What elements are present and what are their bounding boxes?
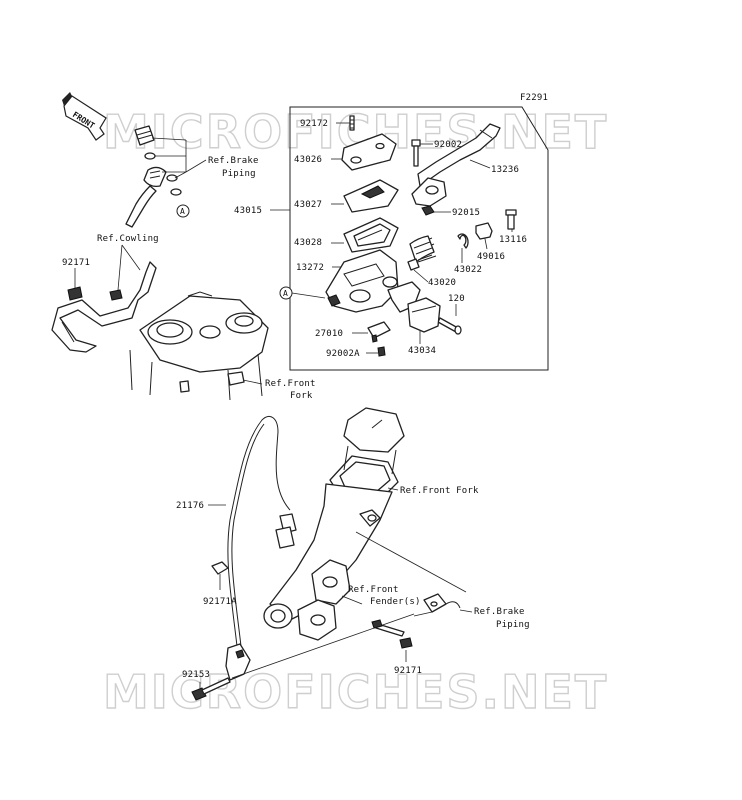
piston-assembly-43020 [407, 235, 437, 271]
part-13272-label: 13272 [296, 263, 324, 273]
pin-13116 [505, 209, 517, 230]
part-92153-label: 92153 [182, 670, 210, 680]
brake-hose-top: A [125, 125, 207, 228]
bushing-49016 [475, 222, 493, 240]
part-43027-label: 43027 [294, 200, 322, 210]
clamp-43034 [407, 297, 441, 333]
ref-brake-piping-bottom-line1: Ref.Brake [474, 607, 525, 617]
cap-plate-43027 [343, 179, 399, 213]
sensor-wire-21176 [225, 416, 297, 681]
ref-cowling-label: Ref.Cowling [97, 234, 159, 244]
part-49016-label: 49016 [477, 252, 505, 262]
screw-92002a [377, 346, 386, 357]
ref-front-fork-top-line2: Fork [290, 391, 313, 401]
bolt-120 [437, 317, 462, 335]
master-cylinder-body [325, 249, 421, 313]
assembly-box-43015 [289, 106, 549, 371]
cowling-bracket [51, 261, 157, 353]
ref-brake-piping-bottom-line2: Piping [496, 620, 530, 630]
part-43020-label: 43020 [428, 278, 456, 288]
clip-92171a [211, 561, 229, 575]
part-43022-label: 43022 [454, 265, 482, 275]
part-43015-label: 43015 [234, 206, 262, 216]
part-92015-label: 92015 [452, 208, 480, 218]
part-43034-label: 43034 [408, 346, 436, 356]
callout-a-right: A [283, 289, 288, 298]
part-43028-label: 43028 [294, 238, 322, 248]
part-120-label: 120 [448, 294, 465, 304]
callout-a-top: A [180, 207, 185, 216]
nut-92015 [421, 205, 435, 216]
part-27010-label: 27010 [315, 329, 343, 339]
figure-code: F2291 [520, 93, 548, 103]
fender-bracket [371, 593, 461, 649]
part-21176-label: 21176 [176, 501, 204, 511]
diaphragm-43028 [343, 217, 399, 253]
ref-brake-piping-top-line1: Ref.Brake [208, 156, 259, 166]
part-43026-label: 43026 [294, 155, 322, 165]
brake-lever-13236 [411, 123, 501, 207]
reservoir-cap-43026 [341, 133, 397, 171]
part-92171-bottom-label: 92171 [394, 666, 422, 676]
ref-brake-piping-top-line2: Piping [222, 169, 256, 179]
ref-front-fork-mid-label: Ref.Front Fork [400, 486, 479, 496]
part-92002-label: 92002 [434, 140, 462, 150]
triple-clamp [129, 291, 269, 401]
part-92171-top-label: 92171 [62, 258, 90, 268]
pivot-bolt-92002 [411, 139, 421, 167]
front-arrow-icon: FRONT [62, 92, 107, 141]
switch-27010 [367, 321, 391, 343]
part-92172-label: 92172 [300, 119, 328, 129]
ref-front-fender-line1: Ref.Front [348, 585, 399, 595]
part-92171a-label: 92171A [203, 597, 237, 607]
part-13116-label: 13116 [499, 235, 527, 245]
bolt-92153 [191, 677, 231, 701]
watermark-bottom: MICROFICHES.NET [103, 665, 608, 719]
circlip-43022 [457, 233, 469, 249]
ref-front-fender-line2: Fender(s) [370, 597, 421, 607]
front-fork-lower [263, 407, 405, 641]
part-13236-label: 13236 [491, 165, 519, 175]
part-92002a-label: 92002A [326, 349, 360, 359]
screw-92172 [349, 115, 355, 131]
ref-front-fork-top-line1: Ref.Front [265, 379, 316, 389]
